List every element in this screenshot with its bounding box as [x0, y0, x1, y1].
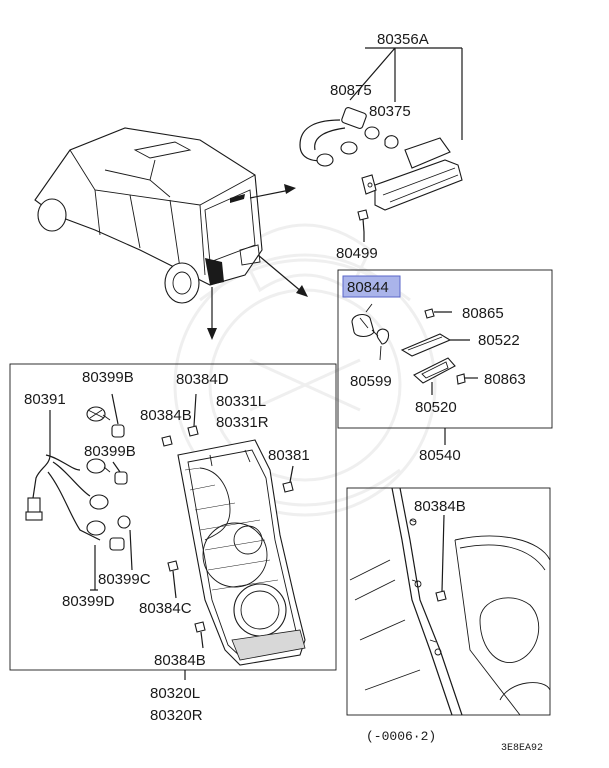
label-80499: 80499: [336, 245, 378, 262]
figure-code: 3E8EA92: [501, 743, 543, 754]
label-80356A: 80356A: [377, 31, 429, 48]
label-80540: 80540: [419, 447, 461, 464]
label-80599: 80599: [350, 373, 392, 390]
label-80320R: 80320R: [150, 707, 203, 724]
tail-lamp-box: [9, 363, 337, 680]
label-80844: 80844: [347, 279, 389, 296]
vehicle-drawing: [34, 127, 308, 340]
highlight-box: [342, 275, 401, 298]
label-80520: 80520: [415, 399, 457, 416]
label-80522: 80522: [478, 332, 520, 349]
label-80381: 80381: [268, 447, 310, 464]
label-80399B-top: 80399B: [82, 369, 134, 386]
label-80399D: 80399D: [62, 593, 115, 610]
watermark: [173, 223, 437, 517]
high-mount-lamp-group: [299, 47, 463, 242]
label-80331R: 80331R: [216, 414, 269, 431]
label-80384B-detail: 80384B: [414, 498, 466, 515]
label-80399B-mid: 80399B: [84, 443, 136, 460]
label-80384B-upper: 80384B: [140, 407, 192, 424]
label-80384D: 80384D: [176, 371, 229, 388]
label-80863: 80863: [484, 371, 526, 388]
label-80865: 80865: [462, 305, 504, 322]
label-80384C: 80384C: [139, 600, 192, 617]
detail-box: [346, 487, 551, 716]
label-80391: 80391: [24, 391, 66, 408]
label-80384B-lower: 80384B: [154, 652, 206, 669]
label-80331L: 80331L: [216, 393, 266, 410]
label-80320L: 80320L: [150, 685, 200, 702]
label-80399C: 80399C: [98, 571, 151, 588]
date-range-note: (-0006·2): [366, 729, 436, 744]
label-80375: 80375: [369, 103, 411, 120]
label-80875: 80875: [330, 82, 372, 99]
license-lamp-box: [337, 269, 553, 445]
